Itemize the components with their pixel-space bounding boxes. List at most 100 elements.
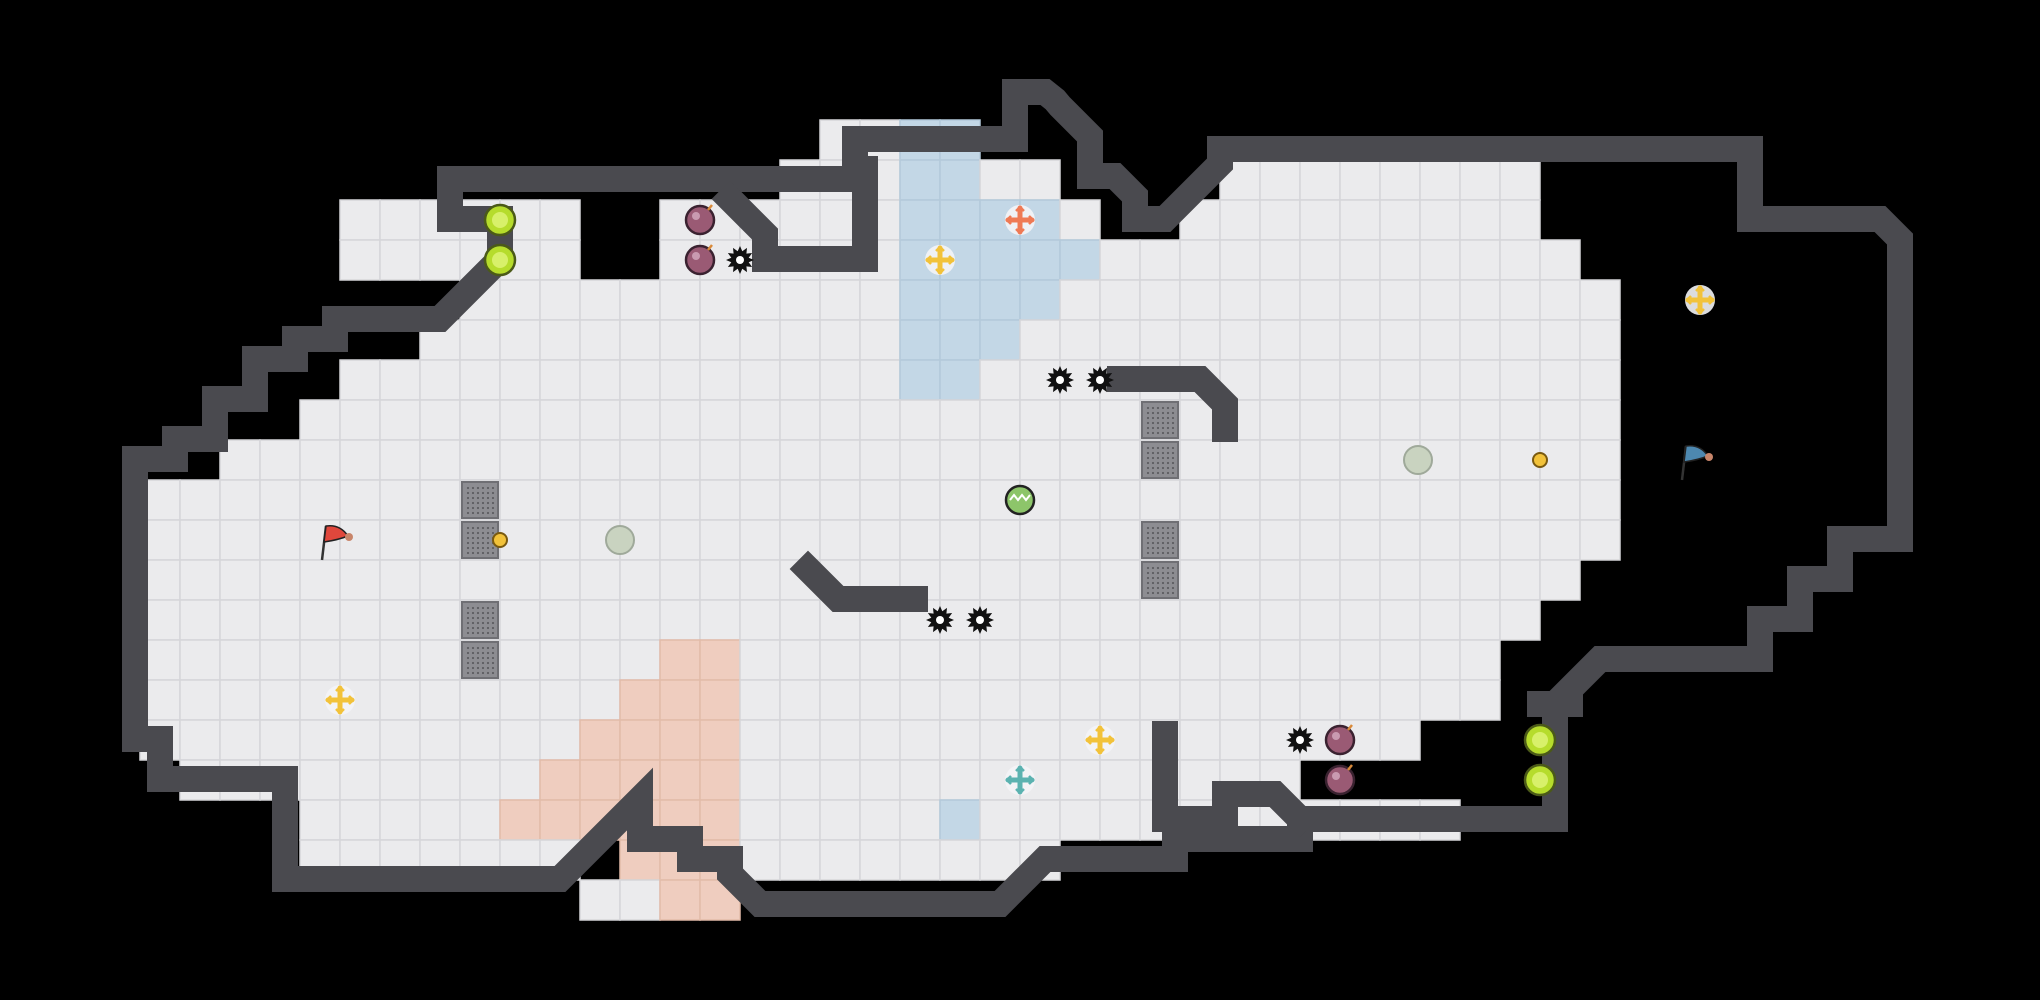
floor-tile	[459, 679, 501, 721]
floor-tile	[459, 439, 501, 481]
floor-tile	[699, 719, 741, 761]
floor-tile	[1219, 599, 1261, 641]
floor-tile	[619, 639, 661, 681]
floor-tile	[859, 639, 901, 681]
floor-tile	[379, 559, 421, 601]
floor-tile	[699, 399, 741, 441]
floor-tile	[699, 279, 741, 321]
floor-tile	[579, 879, 621, 921]
floor-tile	[699, 479, 741, 521]
floor-tile	[1259, 599, 1301, 641]
floor-tile	[1339, 559, 1381, 601]
floor-tile	[1459, 559, 1501, 601]
floor-tile	[219, 519, 261, 561]
floor-tile	[739, 279, 781, 321]
floor-tile	[499, 719, 541, 761]
boost-pad	[1523, 763, 1557, 797]
floor-tile	[1339, 399, 1381, 441]
floor-tile	[259, 599, 301, 641]
bomb	[684, 244, 716, 276]
floor-tile	[1499, 239, 1541, 281]
floor-tile	[1419, 479, 1461, 521]
gate-block	[1141, 521, 1179, 559]
floor-tile	[1219, 239, 1261, 281]
floor-tile	[1019, 279, 1061, 321]
floor-tile	[1459, 199, 1501, 241]
floor-tile	[1299, 439, 1341, 481]
floor-tile	[1419, 199, 1461, 241]
floor-tile	[1219, 559, 1261, 601]
floor-tile	[1539, 399, 1581, 441]
floor-tile	[1019, 679, 1061, 721]
floor-tile	[1179, 479, 1221, 521]
floor-tile	[499, 759, 541, 801]
floor-tile	[739, 719, 781, 761]
floor-tile	[1259, 199, 1301, 241]
floor-tile	[1019, 799, 1061, 841]
floor-tile	[299, 639, 341, 681]
blue-flag-icon	[1680, 444, 1713, 481]
floor-tile	[339, 439, 381, 481]
floor-tile	[1379, 719, 1421, 761]
floor-tile	[619, 599, 661, 641]
interior-wall	[711, 156, 878, 272]
floor-tile	[699, 359, 741, 401]
floor-tile	[1339, 239, 1381, 281]
floor-tile	[779, 359, 821, 401]
floor-tile	[1499, 519, 1541, 561]
floor-tile	[899, 679, 941, 721]
floor-tile	[1499, 399, 1541, 441]
floor-tile	[499, 319, 541, 361]
floor-tile	[539, 519, 581, 561]
floor-tile	[1299, 399, 1341, 441]
floor-tile	[819, 439, 861, 481]
floor-tile	[739, 479, 781, 521]
floor-tile	[939, 479, 981, 521]
floor-tile	[1339, 639, 1381, 681]
floor-tile	[379, 519, 421, 561]
floor-tile	[899, 399, 941, 441]
floor-tile	[1259, 559, 1301, 601]
floor-tile	[1139, 479, 1181, 521]
floor-tile	[1099, 439, 1141, 481]
floor-tile	[659, 719, 701, 761]
floor-tile	[579, 319, 621, 361]
floor-tile	[899, 319, 941, 361]
floor-tile	[419, 599, 461, 641]
floor-tile	[219, 559, 261, 601]
floor-tile	[339, 199, 381, 241]
floor-tile	[419, 519, 461, 561]
floor-tile	[1099, 319, 1141, 361]
floor-tile	[699, 559, 741, 601]
floor-tile	[1459, 279, 1501, 321]
floor-tile	[779, 639, 821, 681]
floor-tile	[1099, 399, 1141, 441]
floor-tile	[419, 759, 461, 801]
floor-tile	[1099, 559, 1141, 601]
floor-tile	[1019, 519, 1061, 561]
gate-block	[461, 601, 499, 639]
floor-tile	[339, 559, 381, 601]
floor-tile	[539, 799, 581, 841]
floor-tile	[819, 839, 861, 881]
interior-wall	[1152, 721, 1319, 838]
floor-tile	[339, 599, 381, 641]
floor-tile	[1419, 679, 1461, 721]
floor-tile	[819, 519, 861, 561]
floor-tile	[299, 799, 341, 841]
floor-tile	[779, 279, 821, 321]
floor-tile	[659, 559, 701, 601]
floor-tile	[1179, 239, 1221, 281]
floor-tile	[259, 519, 301, 561]
floor-tile	[179, 519, 221, 561]
outer-wall	[122, 79, 1913, 917]
floor-tile	[939, 799, 981, 841]
floor-tile	[859, 719, 901, 761]
floor-tile	[859, 399, 901, 441]
spike-hazard	[1286, 726, 1314, 754]
floor-tile	[339, 239, 381, 281]
arena-floor	[139, 119, 1621, 921]
floor-tile	[939, 519, 981, 561]
floor-tile	[579, 359, 621, 401]
floor-tile	[579, 279, 621, 321]
